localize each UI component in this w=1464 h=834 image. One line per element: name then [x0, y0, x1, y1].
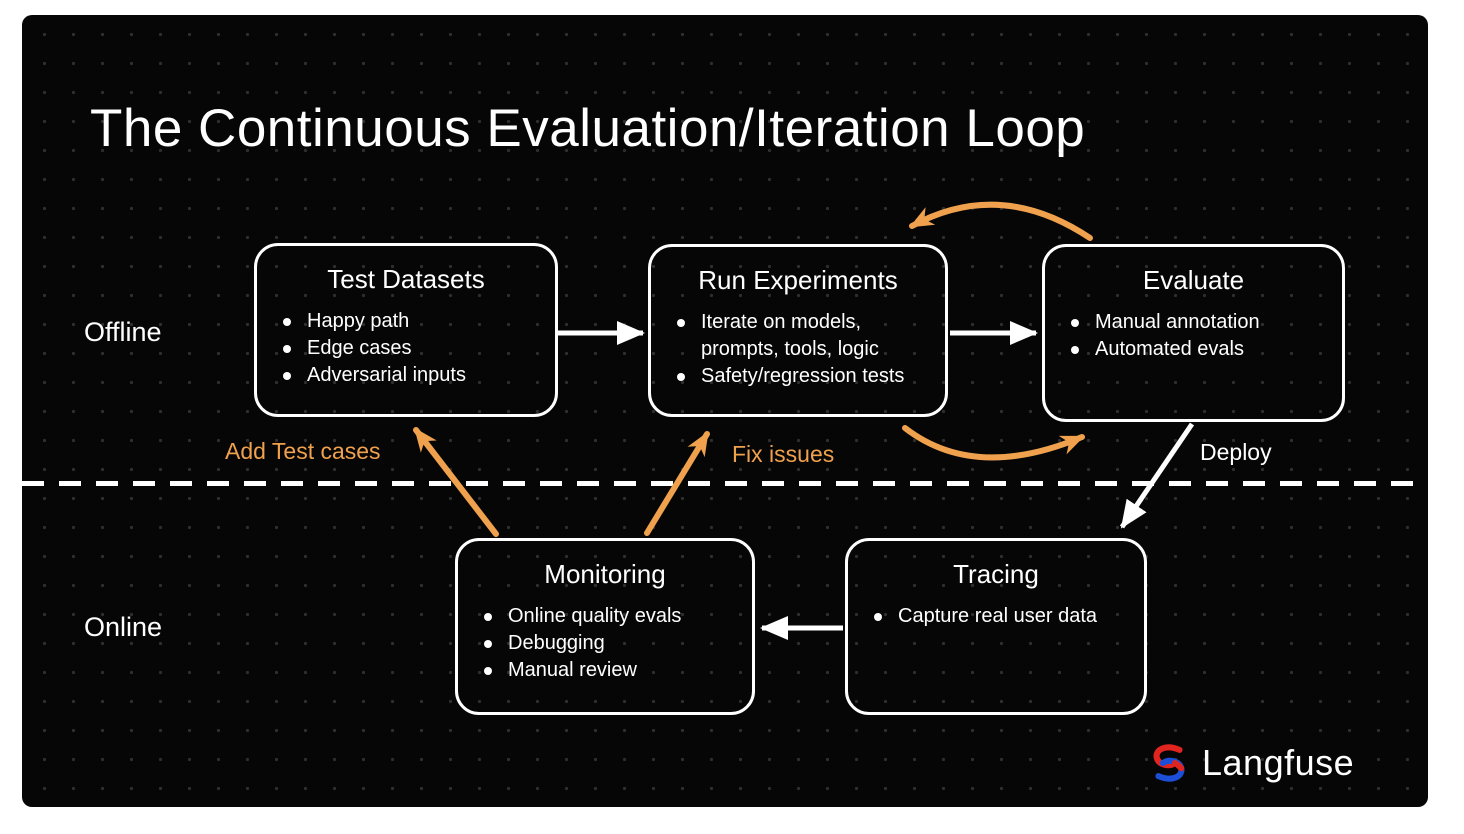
bullet-item: Automated evals	[1063, 336, 1332, 363]
section-label-online: Online	[84, 612, 163, 642]
bullet-item: Safety/regression tests	[669, 363, 935, 390]
bullet-item: Debugging	[476, 630, 742, 657]
node-test-datasets: Test Datasets Happy path Edge cases Adve…	[254, 243, 558, 417]
node-monitoring: Monitoring Online quality evals Debuggin…	[455, 538, 755, 715]
offline-online-divider	[22, 481, 1428, 486]
bullet-item: Manual annotation	[1063, 309, 1332, 336]
bullet-item: Manual review	[476, 657, 742, 684]
edge-label-deploy: Deploy	[1200, 439, 1272, 465]
node-bullets: Capture real user data	[848, 603, 1144, 630]
bullet-item: Iterate on models, prompts, tools, logic	[669, 309, 935, 363]
node-title: Monitoring	[544, 559, 666, 589]
bullet-item: Edge cases	[275, 335, 545, 362]
bullet-item: Happy path	[275, 308, 545, 335]
bullet-item: Online quality evals	[476, 603, 742, 630]
node-bullets: Manual annotation Automated evals	[1045, 309, 1342, 363]
edge-label-add-test-cases: Add Test cases	[225, 438, 381, 464]
section-label-offline: Offline	[84, 317, 162, 347]
node-bullets: Online quality evals Debugging Manual re…	[458, 603, 752, 684]
node-evaluate: Evaluate Manual annotation Automated eva…	[1042, 244, 1345, 422]
edge-label-fix-issues: Fix issues	[732, 441, 835, 467]
langfuse-knot-icon	[1153, 744, 1185, 782]
node-title: Run Experiments	[698, 265, 898, 295]
slide-background	[22, 15, 1428, 807]
node-bullets: Iterate on models, prompts, tools, logic…	[651, 309, 945, 390]
node-title: Tracing	[953, 559, 1039, 589]
node-tracing: Tracing Capture real user data	[845, 538, 1147, 715]
node-title: Test Datasets	[327, 264, 485, 294]
bullet-item: Capture real user data	[866, 603, 1134, 630]
node-bullets: Happy path Edge cases Adversarial inputs	[257, 308, 555, 389]
brand-name: Langfuse	[1202, 742, 1355, 783]
page-title: The Continuous Evaluation/Iteration Loop	[90, 99, 1086, 158]
node-run-experiments: Run Experiments Iterate on models, promp…	[648, 244, 948, 417]
bullet-item: Adversarial inputs	[275, 362, 545, 389]
brand: Langfuse	[1148, 742, 1354, 784]
node-title: Evaluate	[1142, 265, 1245, 295]
